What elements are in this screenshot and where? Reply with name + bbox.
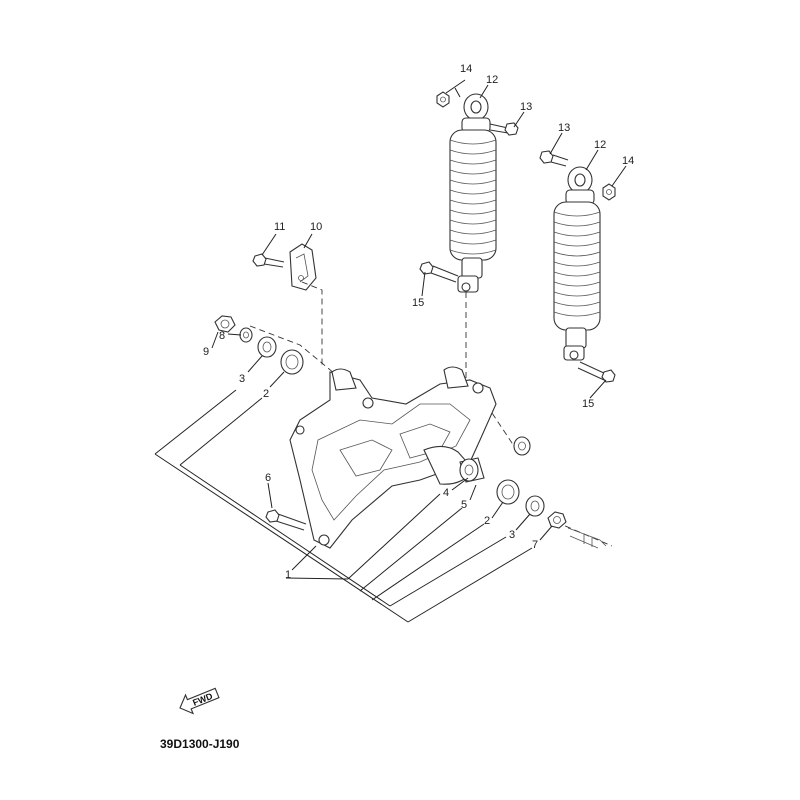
callout-6: 6 — [265, 472, 271, 484]
bolt-6 — [265, 509, 307, 531]
callout-1: 1 — [285, 569, 291, 581]
collar-8 — [239, 327, 253, 343]
callout-15-right: 15 — [582, 398, 594, 410]
bolt-13-right — [539, 150, 569, 167]
bolt-11 — [252, 253, 285, 268]
callout-11: 11 — [274, 221, 285, 233]
callout-15-left: 15 — [412, 297, 424, 309]
bracket-10 — [289, 243, 317, 291]
callout-13-left: 13 — [520, 101, 532, 113]
nut-9 — [214, 315, 236, 333]
baseline-leaders — [154, 389, 533, 623]
callout-14-right: 14 — [622, 155, 634, 167]
bearing-2-right — [496, 479, 520, 505]
callout-2-left: 2 — [263, 388, 269, 400]
callout-3-right: 3 — [509, 529, 515, 541]
callout-10: 10 — [310, 221, 322, 233]
callout-7: 7 — [532, 539, 538, 551]
shock-spring-left — [449, 129, 497, 261]
bearing-2-left — [280, 349, 304, 375]
bushing-5 — [459, 457, 485, 483]
washer-3-left — [257, 336, 277, 358]
rear-shock-absorber-right — [553, 166, 601, 361]
washer-3-right — [525, 495, 545, 517]
callout-4: 4 — [443, 487, 449, 499]
callout-13-right: 13 — [558, 122, 570, 134]
callout-numbers: 14 12 13 13 12 14 10 11 15 15 9 8 3 2 6 … — [203, 63, 634, 581]
nut-7 — [547, 511, 567, 529]
callout-3-left: 3 — [239, 373, 245, 385]
bolt-13-left — [489, 122, 519, 136]
fwd-label: FWD — [191, 691, 214, 708]
rear-shock-absorber-left — [449, 93, 497, 293]
bolt-15-right — [577, 361, 616, 383]
collar-4 — [513, 436, 531, 456]
nut-14-left — [436, 91, 450, 108]
callout-2-right: 2 — [484, 515, 490, 527]
leader-lines — [211, 79, 627, 571]
callout-12-left: 12 — [486, 74, 498, 86]
axle-stub — [567, 527, 607, 549]
callout-8: 8 — [219, 330, 225, 342]
callout-14-left: 14 — [460, 63, 472, 75]
callout-9: 9 — [203, 346, 209, 358]
nut-14-right — [602, 183, 616, 201]
diagram-code: 39D1300-J190 — [160, 737, 240, 751]
shock-spring-right — [553, 201, 601, 331]
callout-12-right: 12 — [594, 139, 606, 151]
fwd-arrow-icon: FWD — [179, 687, 220, 715]
swing-arm-bracket-1 — [289, 366, 497, 549]
bolt-15-left — [419, 261, 459, 283]
callout-5: 5 — [461, 499, 467, 511]
